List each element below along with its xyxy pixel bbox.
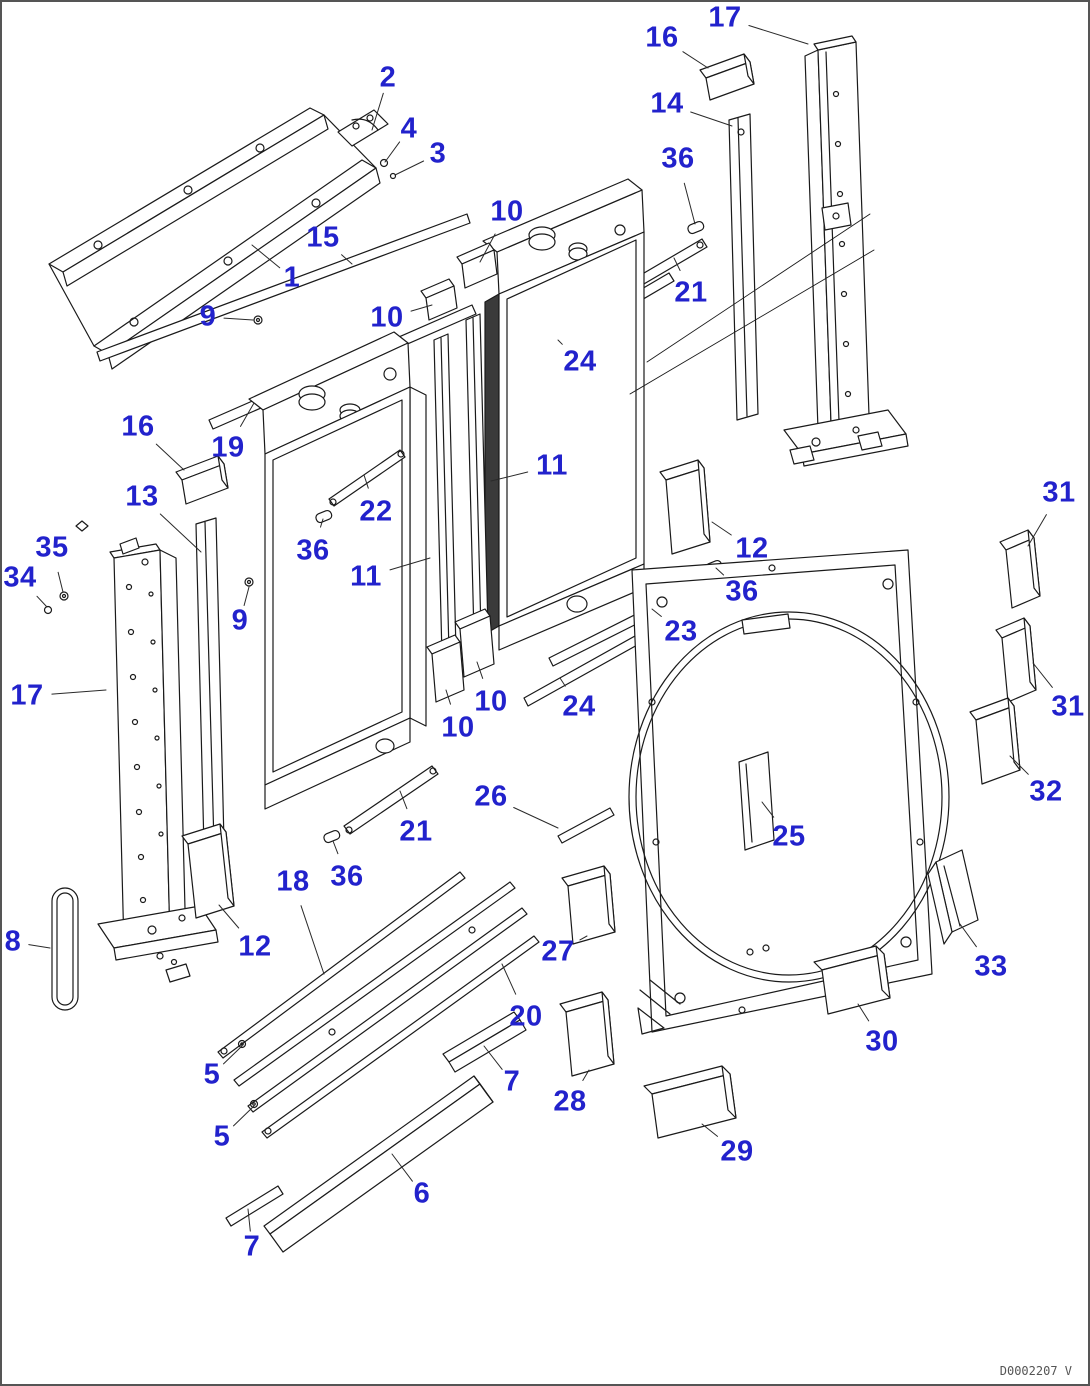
part-top-frame xyxy=(48,107,397,370)
part-rail-c xyxy=(247,907,528,1113)
part-16-pad-top xyxy=(699,53,755,101)
part-18-rail xyxy=(217,871,466,1059)
part-21-rod-lower xyxy=(343,765,439,835)
part-8-pad xyxy=(51,887,79,1011)
part-14-strip xyxy=(728,113,759,421)
part-rail-d xyxy=(261,935,540,1139)
part-27-pad xyxy=(561,865,616,945)
part-17-support-right xyxy=(783,35,909,467)
drawing-code: D0002207 V xyxy=(999,1364,1072,1378)
part-20-rail xyxy=(233,881,516,1087)
part-31-pad-b xyxy=(995,617,1037,703)
part-12-pad-left xyxy=(181,823,235,919)
part-25-fan-shroud xyxy=(628,549,950,1035)
alignment-lines xyxy=(629,213,875,395)
part-5-bolts xyxy=(237,1039,259,1109)
part-22-rod xyxy=(328,449,406,507)
part-17-support-left xyxy=(97,537,219,983)
part-29-pad xyxy=(643,1065,737,1139)
part-30-pad xyxy=(813,945,891,1015)
part-15-rail xyxy=(96,213,471,362)
part-28-pad xyxy=(559,991,615,1077)
leader-lines xyxy=(28,25,1053,1232)
part-16-pad-left xyxy=(175,455,229,505)
part-12-pad-right xyxy=(659,459,711,555)
part-31-pad-a xyxy=(999,529,1041,609)
part-33-bracket xyxy=(927,849,979,945)
part-11-radiator-left xyxy=(248,331,427,810)
part-11-radiator-right xyxy=(482,178,645,651)
part-7-pad-b xyxy=(225,1185,284,1227)
part-13-strip xyxy=(195,517,225,849)
part-6-bar xyxy=(263,1075,494,1253)
part-32-pad xyxy=(969,697,1021,785)
part-26-strip xyxy=(557,807,615,844)
part-34-35-bolts xyxy=(43,520,89,615)
part-10-side-channels xyxy=(420,242,498,703)
part-7-pad-a xyxy=(442,1011,527,1073)
part-9-bolts xyxy=(244,315,263,587)
